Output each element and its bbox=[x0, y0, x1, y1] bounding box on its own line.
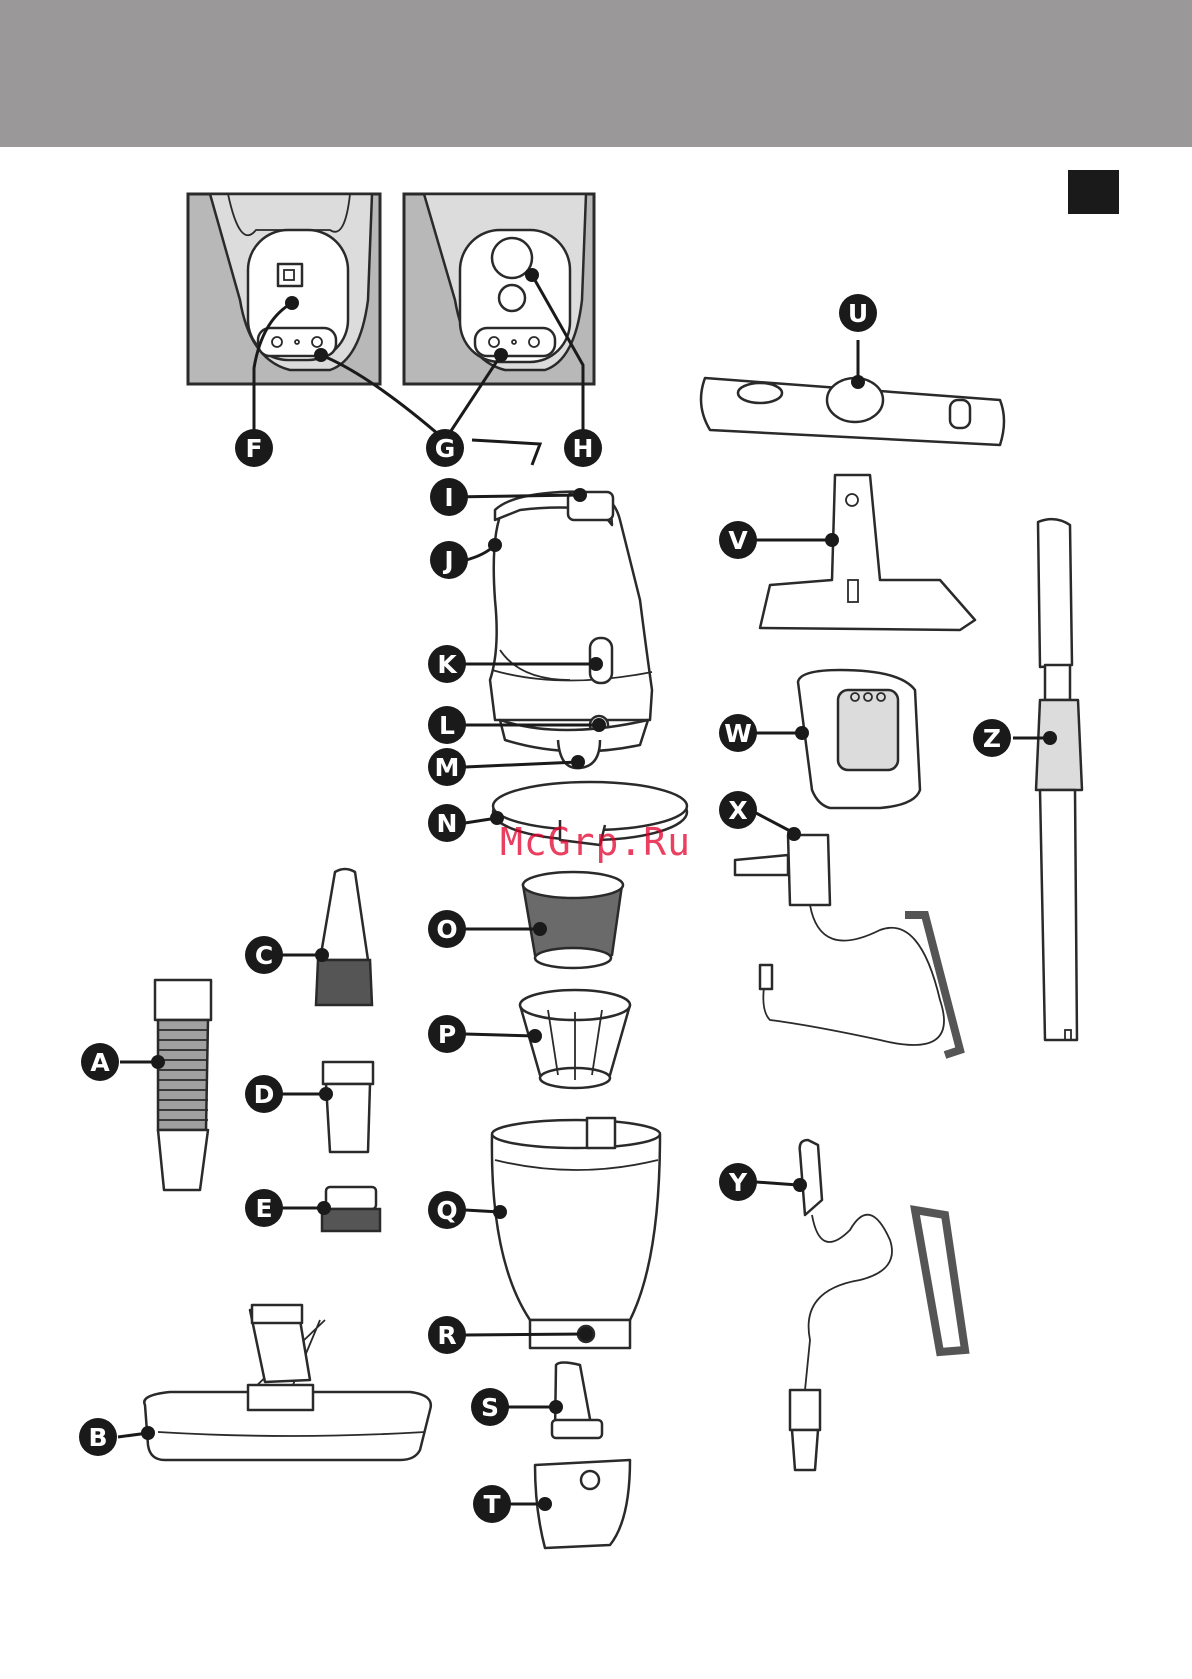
svg-text:E: E bbox=[255, 1194, 272, 1223]
pleated-filter bbox=[523, 872, 623, 968]
dust-container bbox=[492, 1118, 660, 1348]
svg-text:P: P bbox=[438, 1020, 456, 1049]
adapter bbox=[735, 835, 960, 1055]
label-O: O bbox=[428, 910, 466, 948]
label-H: H bbox=[564, 429, 602, 467]
label-Q: Q bbox=[428, 1191, 466, 1229]
svg-text:R: R bbox=[437, 1321, 456, 1350]
flexible-hose bbox=[155, 980, 211, 1190]
label-G: G bbox=[426, 429, 464, 467]
label-U: U bbox=[839, 294, 877, 332]
svg-text:J: J bbox=[442, 546, 453, 575]
car-charger bbox=[790, 1140, 965, 1470]
svg-text:I: I bbox=[444, 483, 453, 512]
label-T: T bbox=[473, 1485, 511, 1523]
label-B: B bbox=[79, 1418, 117, 1456]
label-I: I bbox=[430, 478, 468, 516]
extension-tube-head bbox=[701, 378, 1004, 445]
svg-text:G: G bbox=[435, 434, 456, 463]
label-N: N bbox=[428, 804, 466, 842]
label-V: V bbox=[719, 521, 757, 559]
label-R: R bbox=[428, 1316, 466, 1354]
svg-text:O: O bbox=[436, 915, 457, 944]
svg-text:Q: Q bbox=[436, 1196, 457, 1225]
svg-text:C: C bbox=[255, 941, 273, 970]
label-M: M bbox=[428, 748, 466, 786]
small-nozzle bbox=[323, 1062, 373, 1152]
svg-text:K: K bbox=[437, 650, 458, 679]
label-D: D bbox=[245, 1075, 283, 1113]
charging-stand bbox=[798, 670, 920, 808]
hand-unit bbox=[490, 492, 652, 768]
svg-text:X: X bbox=[728, 796, 747, 825]
inset-bottom-view-left bbox=[188, 194, 380, 384]
label-Y: Y bbox=[719, 1163, 757, 1201]
crevice-brush bbox=[316, 869, 372, 1005]
label-S: S bbox=[471, 1388, 509, 1426]
svg-text:N: N bbox=[437, 809, 458, 838]
svg-text:W: W bbox=[724, 719, 752, 748]
svg-text:H: H bbox=[573, 434, 594, 463]
extension-tube bbox=[1036, 519, 1082, 1040]
label-Z: Z bbox=[973, 719, 1011, 757]
svg-text:T: T bbox=[483, 1490, 500, 1519]
svg-text:V: V bbox=[728, 526, 748, 555]
svg-text:S: S bbox=[481, 1393, 499, 1422]
watermark-text: McGrp.Ru bbox=[500, 820, 691, 864]
svg-text:Y: Y bbox=[728, 1168, 748, 1197]
floor-nozzle bbox=[144, 1305, 431, 1460]
label-J: J bbox=[430, 541, 468, 579]
wall-bracket bbox=[760, 475, 975, 630]
svg-text:B: B bbox=[88, 1423, 107, 1452]
svg-text:A: A bbox=[90, 1048, 110, 1077]
label-L: L bbox=[428, 706, 466, 744]
svg-text:L: L bbox=[439, 711, 455, 740]
label-K: K bbox=[428, 645, 466, 683]
label-E: E bbox=[245, 1189, 283, 1227]
nozzle-adapter bbox=[552, 1363, 602, 1439]
label-W: W bbox=[719, 714, 757, 752]
svg-text:F: F bbox=[245, 434, 262, 463]
label-X: X bbox=[719, 791, 757, 829]
svg-text:U: U bbox=[848, 299, 868, 328]
label-F: F bbox=[235, 429, 273, 467]
svg-text:Z: Z bbox=[983, 724, 1001, 753]
svg-text:D: D bbox=[254, 1080, 275, 1109]
label-C: C bbox=[245, 936, 283, 974]
label-A: A bbox=[81, 1043, 119, 1081]
label-P: P bbox=[428, 1015, 466, 1053]
svg-text:M: M bbox=[435, 753, 460, 782]
